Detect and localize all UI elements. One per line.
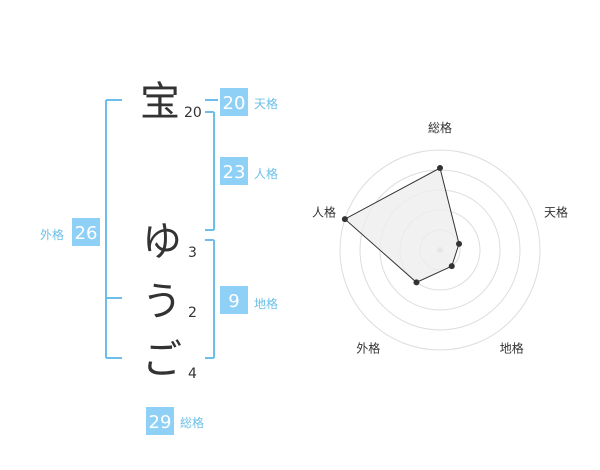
radar-point [413, 279, 420, 286]
tenkaku-box [220, 88, 248, 116]
gaikaku-label: 外格 [40, 227, 64, 242]
chikaku-box [220, 286, 248, 314]
radar-ring [339, 149, 541, 351]
tenkaku-label: 天格 [254, 96, 278, 111]
given-char-2-strokes: 2 [188, 305, 197, 321]
radar-axis-label: 人格 [312, 204, 336, 219]
radar-axis-label: 天格 [544, 204, 568, 219]
given-char-2: う [142, 279, 182, 325]
radar-point [456, 240, 463, 247]
radar-point [448, 263, 455, 270]
chikaku-label: 地格 [254, 296, 278, 311]
surname-char-1-strokes: 20 [184, 105, 202, 121]
gaikaku-box [72, 218, 100, 246]
radar-polygon [344, 167, 460, 283]
bracket-lines [105, 99, 218, 359]
jinkaku-value: 23 [223, 162, 246, 183]
given-char-3-strokes: 4 [188, 366, 197, 382]
radar-point [341, 216, 348, 223]
surname-char-1: 宝 [140, 79, 180, 125]
radar-point [437, 165, 443, 171]
radar-axis-label: 総格 [428, 120, 452, 135]
given-char-3: ご [142, 337, 182, 383]
soukaku-value: 29 [149, 412, 172, 433]
name-stroke-chart: 宝 20 ゆ 3 う 2 ご 4 20 天格 23 人格 9 地格 外格 26 … [40, 79, 278, 435]
soukaku-label: 総格 [180, 415, 204, 430]
soukaku-box [146, 407, 174, 435]
given-char-1: ゆ [142, 219, 182, 265]
tenkaku-value: 20 [223, 93, 246, 114]
jinkaku-box [220, 157, 248, 185]
radar-axis-label: 外格 [356, 341, 380, 356]
jinkaku-label: 人格 [254, 166, 278, 181]
radar-axis-label: 地格 [500, 341, 524, 356]
chikaku-value: 9 [228, 291, 239, 312]
given-char-1-strokes: 3 [188, 245, 197, 261]
gaikaku-value: 26 [75, 223, 98, 244]
